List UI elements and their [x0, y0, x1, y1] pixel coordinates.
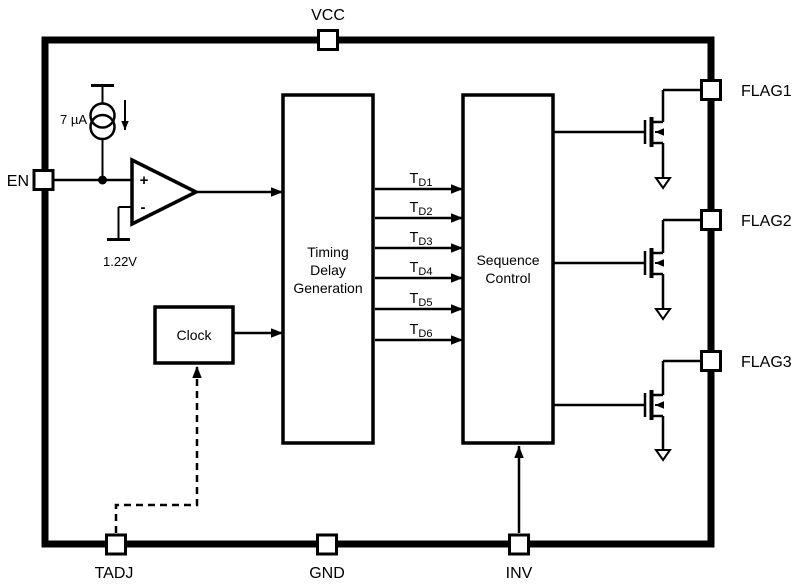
- pin-inv: INV: [506, 533, 533, 582]
- comparator-plus-label: +: [140, 172, 149, 189]
- timing-delay-generation-block: Timing Delay Generation: [281, 93, 375, 445]
- reference-voltage-label: 1.22V: [103, 254, 137, 269]
- td5-sub: D5: [418, 297, 432, 309]
- td5-base: T: [410, 291, 419, 307]
- svg-text:TD5: TD5: [410, 291, 433, 309]
- pin-en: EN: [7, 169, 55, 191]
- td2-base: T: [410, 200, 419, 216]
- pin-flag2: FLAG2: [700, 209, 792, 231]
- svg-text:TD1: TD1: [410, 171, 433, 189]
- clock-block: Clock: [153, 305, 283, 365]
- mosfet-flag1: [553, 88, 701, 190]
- td-signal-4: TD4: [375, 260, 463, 283]
- tadj-dashed-arrow: [114, 366, 202, 533]
- td1-base: T: [410, 171, 419, 187]
- td-signal-1: TD1: [375, 171, 463, 194]
- pin-gnd-label: GND: [309, 565, 345, 582]
- pin-vcc: VCC: [311, 7, 345, 51]
- ground-icon-3: [654, 449, 672, 462]
- junction-dot: [98, 175, 107, 185]
- ground-icon-2: [654, 308, 672, 321]
- pin-tadj: TADJ: [95, 533, 134, 582]
- td2-sub: D2: [418, 206, 432, 218]
- mosfet-flag2: [553, 218, 701, 321]
- sequence-control-block: Sequence Control: [461, 93, 555, 445]
- pin-tadj-label: TADJ: [95, 565, 134, 582]
- pin-en-label: EN: [7, 173, 29, 190]
- comparator-minus-label: -: [141, 199, 146, 216]
- timing-block-label-line1: Timing: [307, 244, 349, 260]
- pin-flag2-label: FLAG2: [741, 213, 792, 230]
- timing-block-label-line2: Delay: [310, 262, 346, 278]
- pin-gnd: GND: [309, 533, 345, 582]
- td6-sub: D6: [418, 328, 432, 340]
- enable-comparator: + - 1.22V: [53, 157, 283, 269]
- td-signal-5: TD5: [375, 291, 463, 314]
- td4-sub: D4: [418, 266, 432, 278]
- ground-icon-1: [654, 177, 672, 190]
- svg-text:TD6: TD6: [410, 322, 433, 340]
- svg-text:TD4: TD4: [410, 260, 433, 278]
- clock-block-label: Clock: [176, 327, 212, 343]
- pin-flag1-label: FLAG1: [741, 83, 792, 100]
- sequence-block-label-line2: Control: [485, 270, 530, 286]
- td4-base: T: [410, 260, 419, 276]
- td3-base: T: [410, 230, 419, 246]
- pin-vcc-label: VCC: [311, 7, 345, 24]
- svg-text:TD2: TD2: [410, 200, 433, 218]
- current-source-icon: 7 µA: [60, 84, 129, 180]
- comparator-triangle: [130, 157, 200, 227]
- pin-flag1: FLAG1: [700, 79, 792, 101]
- sequence-block-label-line1: Sequence: [476, 252, 539, 268]
- mosfet-flag3: [553, 359, 701, 462]
- td1-sub: D1: [418, 177, 432, 189]
- td-signal-3: TD3: [375, 230, 463, 253]
- td-signal-6: TD6: [375, 322, 463, 345]
- td3-sub: D3: [418, 236, 432, 248]
- pin-inv-label: INV: [506, 565, 533, 582]
- timing-block-label-line3: Generation: [293, 280, 362, 296]
- pin-flag3-label: FLAG3: [741, 354, 792, 371]
- pin-flag3: FLAG3: [700, 350, 792, 372]
- current-source-value: 7 µA: [60, 112, 87, 127]
- ic-boundary: [41, 36, 715, 548]
- svg-text:TD3: TD3: [410, 230, 433, 248]
- td6-base: T: [410, 322, 419, 338]
- td-signal-2: TD2: [375, 200, 463, 223]
